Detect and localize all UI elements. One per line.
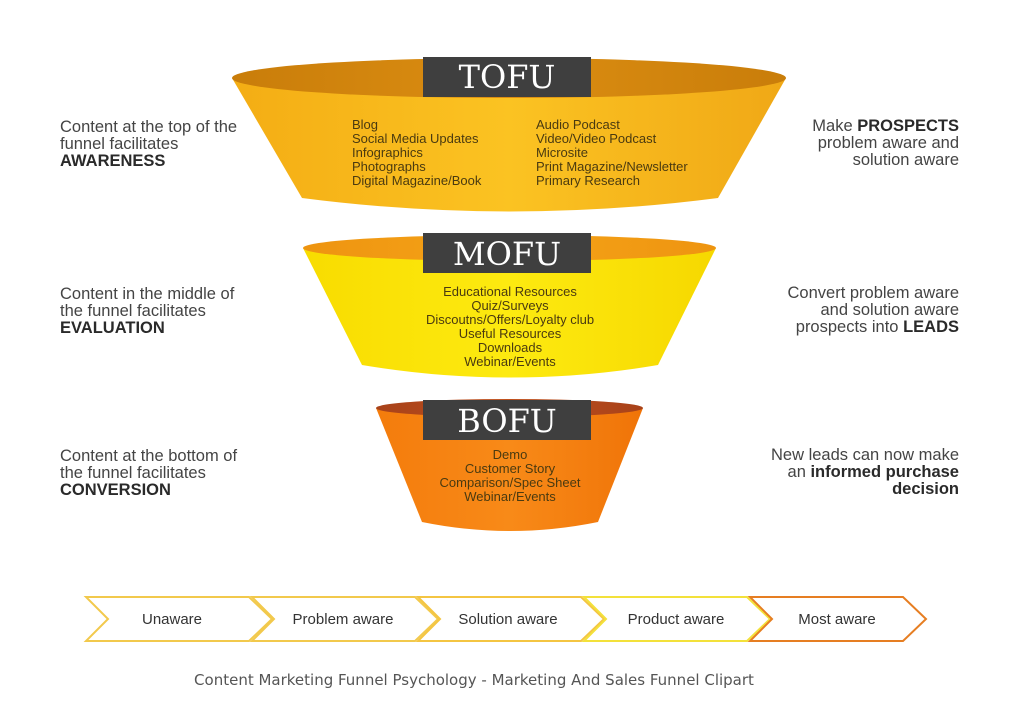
tofu-item: Infographics [352, 145, 423, 160]
description-line: funnel facilitates [60, 135, 179, 153]
mofu-item: Useful Resources [458, 326, 562, 341]
description-emphasis: LEADS [903, 318, 959, 336]
description-line: Make PROSPECTS [749, 118, 959, 135]
tofu-item: Video/Video Podcast [536, 131, 657, 146]
description-text: prospects into [795, 318, 904, 336]
bofu-left-description: Content at the bottom of the funnel faci… [60, 448, 280, 499]
tofu-item: Audio Podcast [536, 117, 620, 132]
mofu-item: Discoutns/Offers/Loyalty club [425, 312, 595, 327]
description-emphasis: EVALUATION [60, 319, 165, 337]
bofu-label-text: BOFU [457, 402, 557, 440]
description-emphasis: informed purchase [810, 463, 959, 481]
chevron-problem-aware [249, 596, 440, 642]
tofu-funnel-body [232, 78, 786, 212]
mofu-funnel-body [303, 248, 716, 378]
bofu-item: Demo [492, 447, 528, 462]
mofu-item: Quiz/Surveys [471, 298, 549, 313]
description-emphasis: AWARENESS [60, 152, 166, 170]
description-line: Convert problem aware [787, 284, 960, 302]
description-line: Content at the top of the [60, 118, 238, 136]
tofu-item: Microsite [536, 145, 589, 160]
description-line: solution aware [852, 151, 959, 169]
description-line: decision [749, 481, 959, 498]
mofu-label: MOFU [423, 233, 591, 273]
description-text: an [787, 463, 811, 481]
tofu-label-text: TOFU [458, 58, 556, 96]
bofu-right-description: New leads can now make an informed purch… [749, 447, 959, 498]
mofu-left-description: Content in the middle of the funnel faci… [60, 286, 280, 337]
bofu-item: Webinar/Events [464, 489, 556, 504]
description-line: the funnel facilitates [60, 464, 206, 482]
description-emphasis: PROSPECTS [857, 117, 959, 135]
image-caption: Content Marketing Funnel Psychology - Ma… [194, 671, 754, 689]
description-line: and solution aware [820, 301, 959, 319]
bofu-item: Customer Story [464, 461, 556, 476]
tofu-item: Blog [352, 117, 379, 132]
mofu-right-description: Convert problem aware and solution aware… [749, 284, 960, 336]
bofu-items: Demo Customer Story Comparison/Spec Shee… [410, 448, 610, 504]
bofu-item: Comparison/Spec Sheet [439, 475, 581, 490]
chevron-solution-aware [415, 596, 606, 642]
description-line: an informed purchase [749, 464, 959, 481]
tofu-left-description: Content at the top of the funnel facilit… [60, 119, 280, 170]
step-problem-aware-label: Problem aware [292, 611, 394, 628]
tofu-item: Photographs [352, 159, 426, 174]
chevron-product-aware [581, 596, 772, 642]
mofu-label-text: MOFU [452, 235, 562, 273]
description-emphasis: CONVERSION [60, 481, 171, 499]
mofu-item: Educational Resources [443, 284, 577, 299]
description-line: Content in the middle of [60, 285, 235, 303]
chevron-unaware [83, 596, 274, 642]
description-text: Make [812, 117, 858, 135]
mofu-item: Webinar/Events [464, 354, 556, 369]
step-solution-aware-label: Solution aware [458, 611, 558, 628]
step-product-aware-label: Product aware [627, 611, 725, 628]
step-most-aware-label: Most aware [798, 611, 876, 628]
description-line: problem aware and [817, 134, 959, 152]
tofu-item: Primary Research [536, 173, 641, 188]
description-line: prospects into LEADS [749, 319, 959, 336]
tofu-item: Social Media Updates [352, 131, 479, 146]
step-unaware-label: Unaware [141, 611, 203, 628]
mofu-items: Educational Resources Quiz/Surveys Disco… [360, 285, 660, 369]
bofu-label: BOFU [423, 400, 591, 440]
tofu-item: Print Magazine/Newsletter [536, 159, 688, 174]
tofu-item: Digital Magazine/Book [352, 173, 482, 188]
tofu-items-right: Audio Podcast Video/Video Podcast Micros… [536, 118, 688, 188]
description-emphasis: decision [892, 480, 959, 498]
description-line: Content at the bottom of [60, 447, 238, 465]
description-line: New leads can now make [770, 446, 959, 464]
description-line: the funnel facilitates [60, 302, 206, 320]
chevron-most-aware [747, 596, 928, 642]
mofu-item: Downloads [477, 340, 543, 355]
tofu-label: TOFU [423, 57, 591, 97]
tofu-right-description: Make PROSPECTS problem aware and solutio… [749, 118, 959, 169]
tofu-items-left: Blog Social Media Updates Infographics P… [352, 118, 481, 188]
